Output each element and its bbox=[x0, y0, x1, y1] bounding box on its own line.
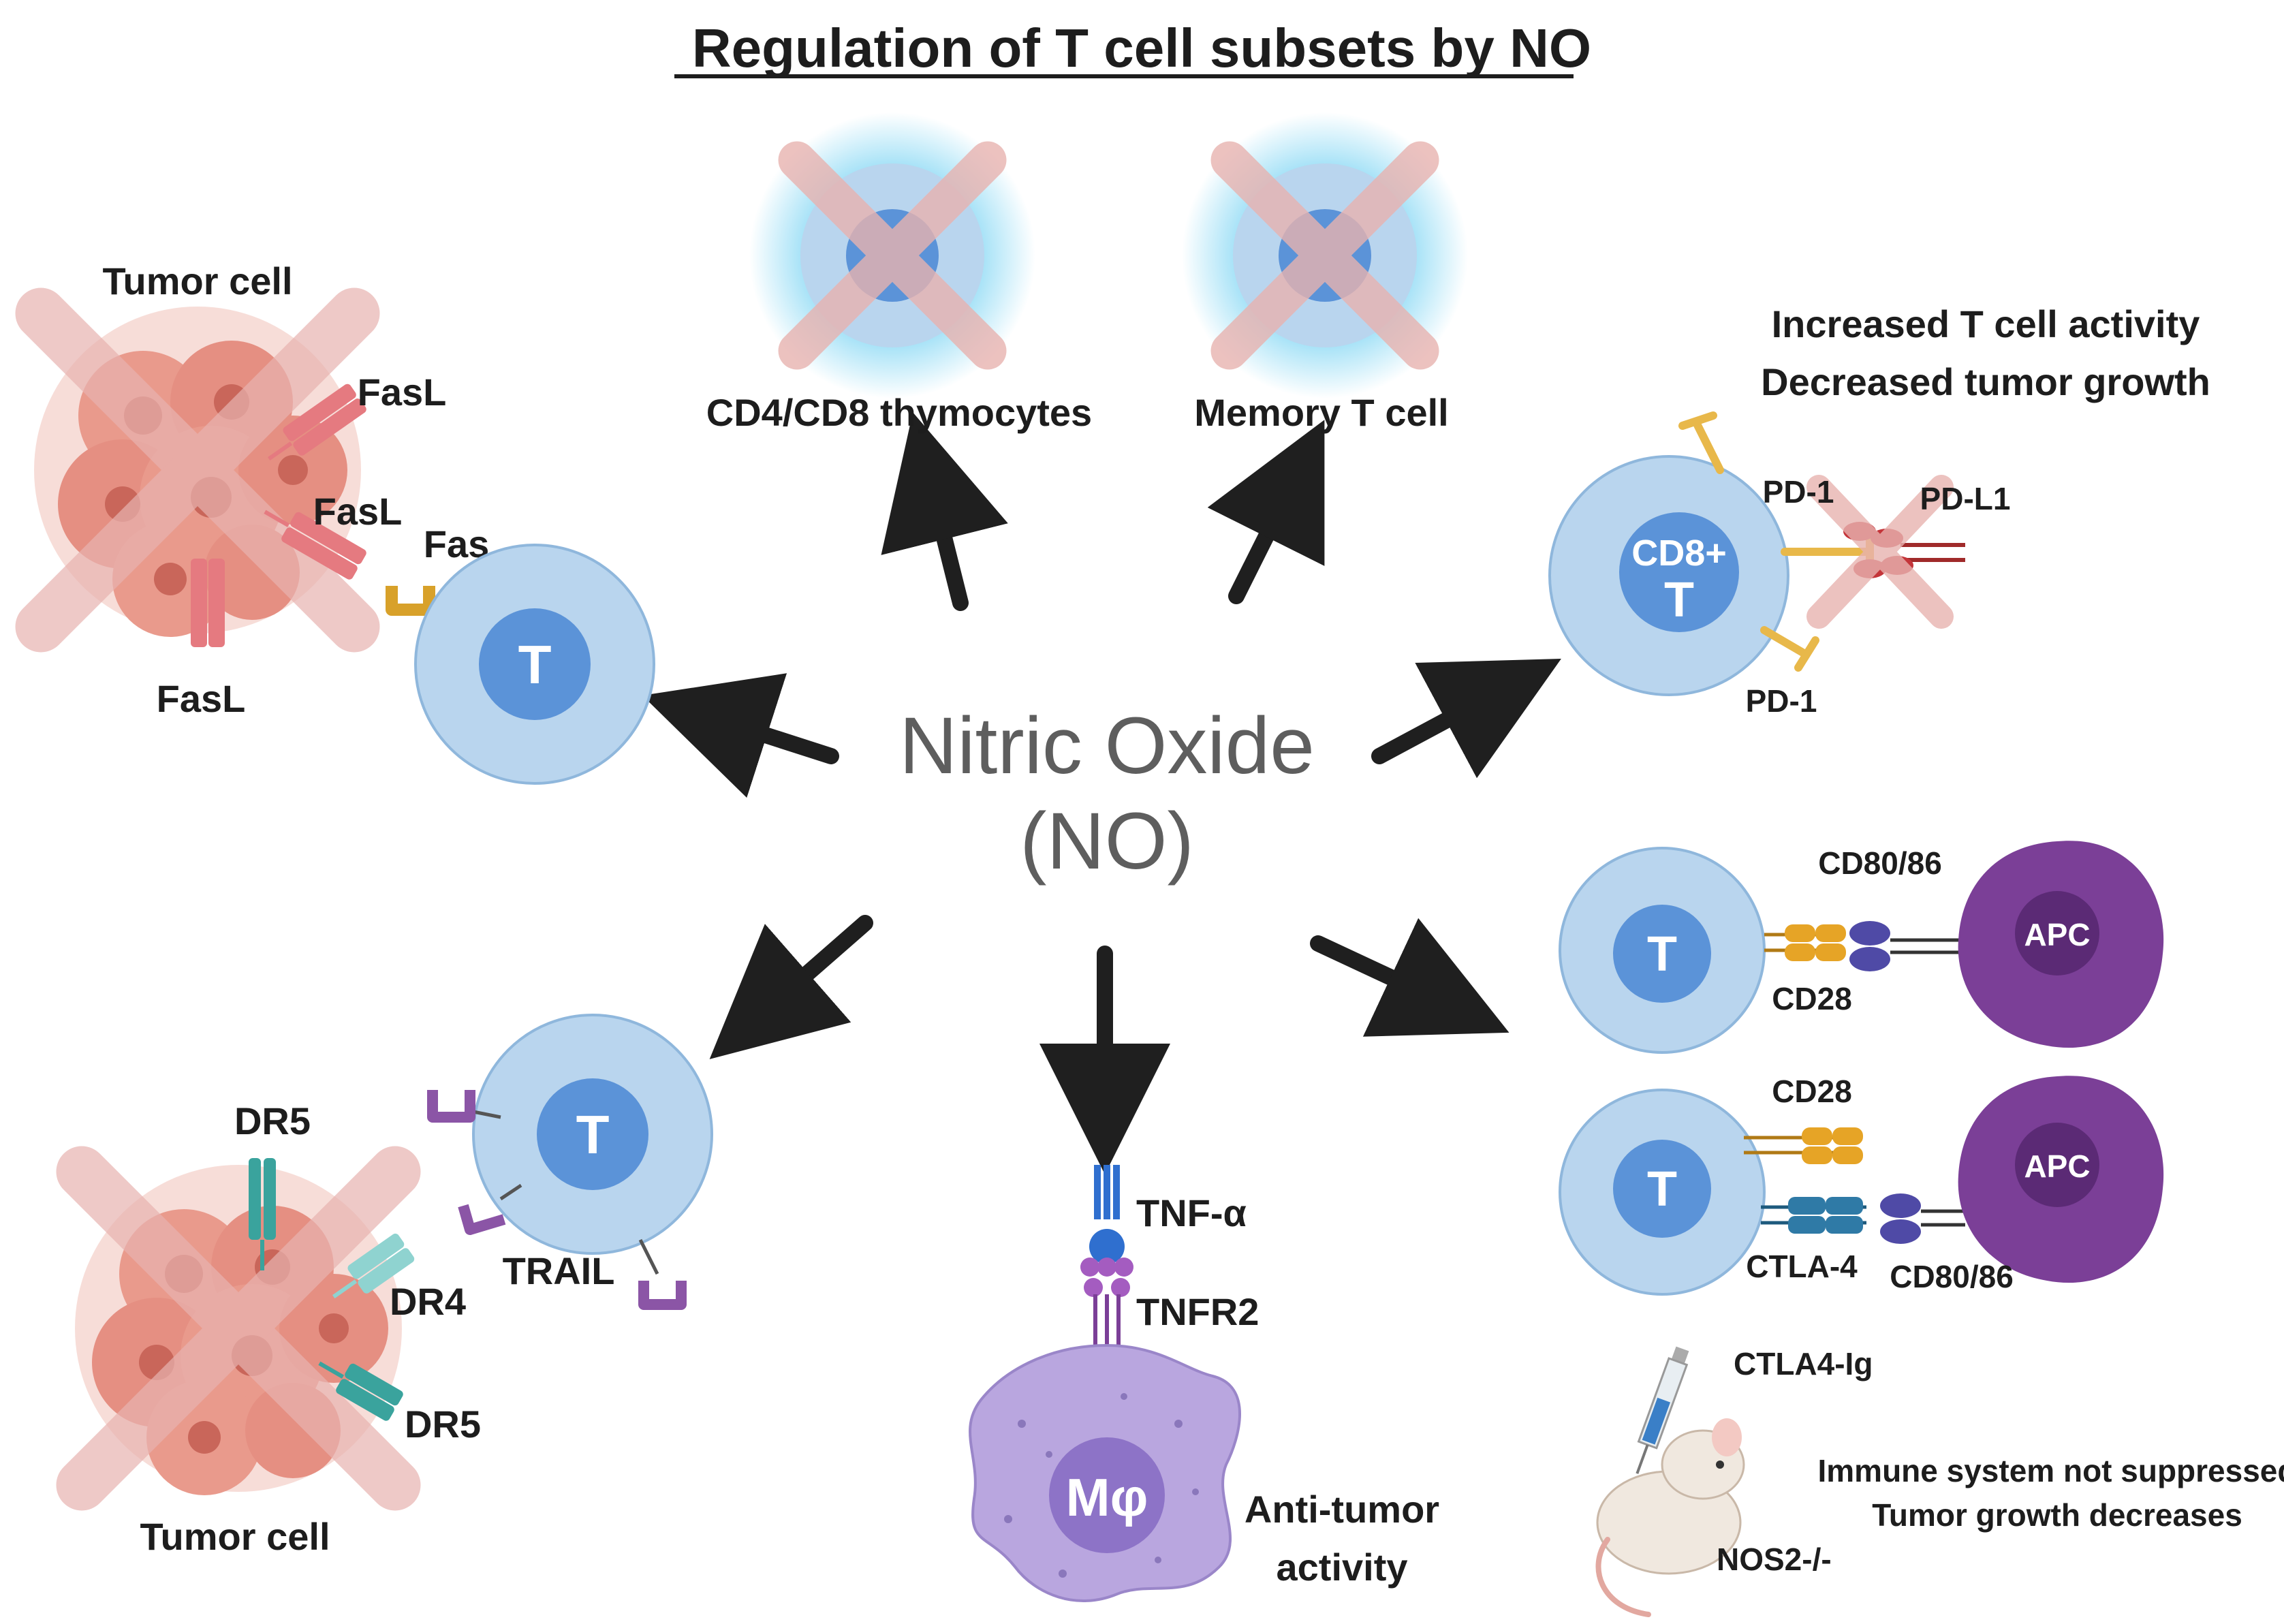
bottom-left-group: DR5 bbox=[56, 1014, 713, 1558]
t-cell-cd28: T bbox=[1559, 847, 1766, 1054]
result-line-1: Immune system not suppressed bbox=[1818, 1453, 2284, 1488]
cd80-label-lower: CD80/86 bbox=[1890, 1259, 2014, 1294]
cd28-receptor-lower bbox=[1744, 1127, 1863, 1164]
ctla4-label: CTLA-4 bbox=[1746, 1249, 1858, 1284]
thymocytes-group: CD4/CD8 thymocytes bbox=[706, 112, 1092, 434]
cd8-t-cell: CD8+ T bbox=[1548, 455, 1789, 696]
result-line-2: Tumor growth decreases bbox=[1872, 1497, 2242, 1533]
fasl-label-c: FasL bbox=[157, 677, 246, 720]
dr4-receptor bbox=[332, 1233, 415, 1299]
arrow-to-cd8 bbox=[1371, 659, 1561, 779]
bottom-right-group: CTLA4-Ig NOS2-/- Immune system not suppr… bbox=[1595, 1346, 2284, 1617]
arrow-to-cd28 bbox=[1310, 918, 1509, 1037]
pd1-receptor-bottom bbox=[1760, 626, 1819, 672]
top-right-heading-1: Increased T cell activity bbox=[1772, 302, 2200, 345]
cd28-costimulation-group: T APC CD80/86 CD28 bbox=[1559, 841, 2164, 1054]
svg-text:T: T bbox=[1647, 927, 1677, 982]
apc-upper: APC bbox=[1958, 841, 2164, 1048]
memory-t-cell-group: Memory T cell bbox=[1182, 112, 1468, 434]
top-right-group: Increased T cell activity Decreased tumo… bbox=[1548, 302, 2210, 719]
pd1-label-top: PD-1 bbox=[1763, 474, 1834, 510]
anti-tumor-label-2: activity bbox=[1277, 1546, 1408, 1589]
trail-ligand-c bbox=[638, 1238, 687, 1310]
svg-text:T: T bbox=[1664, 573, 1694, 627]
fasl-receptor-a bbox=[267, 384, 366, 461]
figure-title: Regulation of T cell subsets by NO bbox=[692, 18, 1591, 78]
svg-text:T: T bbox=[576, 1104, 610, 1165]
dr5-receptor-top bbox=[249, 1158, 276, 1270]
mouse-label: NOS2-/- bbox=[1717, 1542, 1832, 1577]
mouse-icon bbox=[1595, 1418, 1745, 1617]
dr5-label-bottom: DR5 bbox=[405, 1403, 481, 1446]
tumor-cross-top bbox=[15, 287, 380, 653]
cd28-receptor-upper bbox=[1764, 924, 1846, 961]
pdl1-label: PD-L1 bbox=[1920, 481, 2011, 516]
arrow-to-fas-t-cell bbox=[642, 673, 839, 798]
dr5-label-top: DR5 bbox=[234, 1099, 311, 1142]
ctla4-ig-label: CTLA4-Ig bbox=[1734, 1346, 1873, 1381]
dr5-receptor-bottom bbox=[318, 1361, 403, 1421]
svg-text:T: T bbox=[518, 634, 552, 695]
tumor-cell-label-bottom: Tumor cell bbox=[140, 1515, 330, 1558]
fasl-receptor-c bbox=[191, 559, 225, 647]
apc-lower: APC bbox=[1958, 1076, 2164, 1283]
macrophage-group: TNF-α TNFR2 Mφ Anti-tumor activity bbox=[969, 1165, 1439, 1602]
pd1-label-bottom: PD-1 bbox=[1746, 683, 1817, 719]
pd-blockade-cross bbox=[1806, 475, 1954, 629]
tnf-alpha bbox=[1089, 1165, 1125, 1264]
center-label-line2: (NO) bbox=[1020, 796, 1194, 886]
anti-tumor-label-1: Anti-tumor bbox=[1245, 1488, 1439, 1531]
tnfr2-receptor bbox=[1080, 1258, 1133, 1349]
cd28-label-lower: CD28 bbox=[1772, 1074, 1852, 1109]
svg-text:T: T bbox=[1647, 1162, 1677, 1217]
svg-text:CD8+: CD8+ bbox=[1631, 533, 1727, 574]
fasl-label-a: FasL bbox=[358, 371, 447, 413]
center-label-line1: Nitric Oxide bbox=[899, 701, 1315, 791]
trail-ligand-b bbox=[458, 1183, 522, 1235]
dr4-label: DR4 bbox=[390, 1280, 466, 1323]
t-cell-ctla4: T bbox=[1559, 1089, 1766, 1296]
ctla4-receptor bbox=[1761, 1197, 1866, 1234]
tumor-cell-label-top: Tumor cell bbox=[102, 260, 292, 302]
tumor-cross-bottom bbox=[56, 1146, 421, 1511]
cd80-ligand-lower bbox=[1880, 1193, 1965, 1244]
trail-ligand-a bbox=[427, 1090, 501, 1123]
trail-label: TRAIL bbox=[503, 1249, 615, 1292]
cd80-ligand-upper bbox=[1849, 921, 1962, 971]
tnfr2-label: TNFR2 bbox=[1136, 1290, 1259, 1333]
top-left-group: Tumor cell bbox=[15, 260, 655, 785]
arrow-to-trail-t-cell bbox=[709, 915, 873, 1059]
arrow-to-thymocytes bbox=[881, 412, 1008, 611]
macrophage-cell: Mφ bbox=[969, 1343, 1241, 1602]
arrow-to-memory bbox=[1207, 420, 1325, 604]
fasl-receptor-b bbox=[264, 510, 366, 580]
fasl-label-b: FasL bbox=[313, 490, 403, 533]
svg-text:Mφ: Mφ bbox=[1066, 1467, 1148, 1527]
arrows bbox=[642, 412, 1561, 1174]
ctla4-group: T APC CD28 CTLA bbox=[1559, 1074, 2164, 1296]
t-cell-trail: T bbox=[472, 1014, 713, 1255]
cd28-label-upper: CD28 bbox=[1772, 981, 1852, 1016]
memory-t-cell-label: Memory T cell bbox=[1194, 391, 1448, 434]
cd80-label-upper: CD80/86 bbox=[1818, 845, 1942, 881]
thymocytes-label: CD4/CD8 thymocytes bbox=[706, 391, 1092, 434]
pd1-receptor-top bbox=[1678, 411, 1724, 474]
svg-text:APC: APC bbox=[2024, 917, 2090, 952]
tnf-alpha-label: TNF-α bbox=[1136, 1191, 1247, 1234]
top-right-heading-2: Decreased tumor growth bbox=[1761, 360, 2210, 403]
syringe-icon bbox=[1636, 1346, 1689, 1474]
svg-text:APC: APC bbox=[2024, 1149, 2090, 1184]
t-cell-fas: T bbox=[414, 544, 655, 785]
